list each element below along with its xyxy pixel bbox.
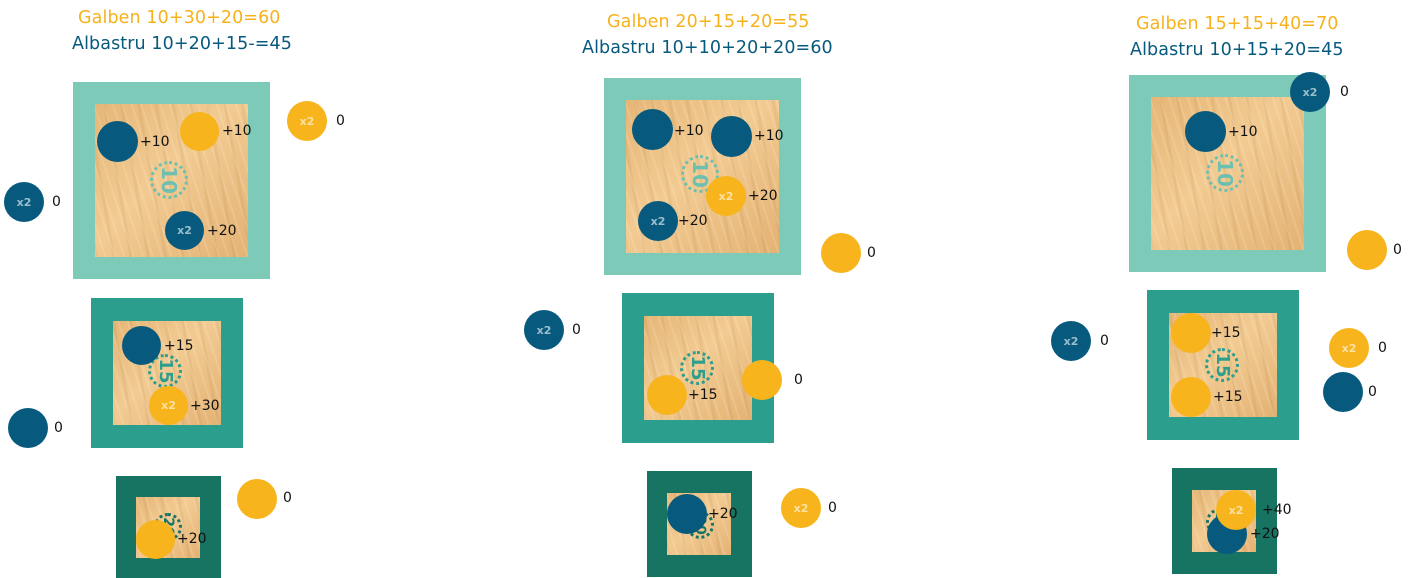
disc-score-label: +10	[1228, 124, 1258, 140]
yellow-disc-x2: x2	[1216, 490, 1256, 530]
disc-score-label: +15	[1211, 325, 1241, 341]
outside-score-label: 0	[54, 420, 63, 436]
blue-disc	[8, 408, 48, 448]
blue-disc	[122, 326, 161, 365]
blue-disc	[632, 109, 673, 150]
target-ring	[680, 351, 714, 385]
yellow-disc	[1347, 230, 1387, 270]
disc-score-label: +15	[1213, 389, 1243, 405]
blue-disc	[1185, 111, 1226, 152]
yellow-disc	[136, 520, 175, 559]
yellow-disc	[1171, 377, 1211, 417]
target-ring	[1205, 348, 1239, 382]
outside-score-label: 0	[794, 372, 803, 388]
blue-disc-x2: x2	[165, 211, 204, 250]
disc-score-label: +20	[748, 188, 778, 204]
disc-score-label: +10	[754, 128, 784, 144]
blue-disc-x2: x2	[524, 310, 564, 350]
yellow-score-equation: Galben 15+15+40=70	[1136, 14, 1339, 34]
target-ring	[681, 155, 719, 193]
outside-score-label: 0	[283, 490, 292, 506]
target-ring	[150, 161, 188, 199]
target-value: 15	[687, 355, 708, 381]
yellow-disc-x2: x2	[149, 386, 188, 425]
wood-board: 10	[1151, 97, 1304, 250]
yellow-disc	[1171, 313, 1211, 353]
disc-score-label: +20	[207, 223, 237, 239]
yellow-disc	[237, 479, 277, 519]
target-10-frame: 10	[1129, 75, 1326, 272]
blue-score-equation: Albastru 10+15+20=45	[1130, 40, 1344, 60]
yellow-disc-x2: x2	[781, 488, 821, 528]
outside-score-label: 0	[1393, 242, 1402, 258]
blue-disc	[1323, 372, 1363, 412]
outside-score-label: 0	[572, 322, 581, 338]
yellow-score-equation: Galben 10+30+20=60	[78, 8, 281, 28]
disc-score-label: +30	[190, 398, 220, 414]
target-15-frame: 15	[91, 298, 243, 448]
target-10-frame: 10	[604, 78, 801, 275]
blue-disc	[711, 116, 752, 157]
blue-score-equation: Albastru 10+20+15-=45	[72, 34, 292, 54]
outside-score-label: 0	[1368, 384, 1377, 400]
yellow-disc	[821, 233, 861, 273]
disc-score-label: +40	[1262, 502, 1292, 518]
blue-disc-x2: x2	[638, 201, 678, 241]
blue-disc-x2: x2	[4, 182, 44, 222]
outside-score-label: 0	[52, 194, 61, 210]
outside-score-label: 0	[1378, 340, 1387, 356]
target-value: 10	[1213, 159, 1237, 187]
disc-score-label: +15	[164, 338, 194, 354]
yellow-disc-x2: x2	[706, 176, 746, 216]
outside-score-label: 0	[828, 500, 837, 516]
blue-score-equation: Albastru 10+10+20+20=60	[582, 38, 833, 58]
blue-disc	[667, 494, 707, 534]
target-value: 10	[157, 166, 181, 194]
yellow-score-equation: Galben 20+15+20=55	[607, 12, 810, 32]
disc-score-label: +20	[708, 506, 738, 522]
target-15-frame: 15	[1147, 290, 1299, 440]
outside-score-label: 0	[336, 113, 345, 129]
yellow-disc	[180, 112, 219, 151]
target-value: 15	[1212, 352, 1233, 378]
outside-score-label: 0	[867, 245, 876, 261]
disc-score-label: +20	[678, 213, 708, 229]
disc-score-label: +20	[1250, 526, 1280, 542]
disc-score-label: +20	[177, 531, 207, 547]
yellow-disc	[742, 360, 782, 400]
blue-disc	[97, 121, 138, 162]
blue-disc-x2: x2	[1051, 321, 1091, 361]
outside-score-label: 0	[1340, 84, 1349, 100]
outside-score-label: 0	[1100, 333, 1109, 349]
disc-score-label: +10	[140, 134, 170, 150]
disc-score-label: +10	[674, 123, 704, 139]
target-value: 15	[155, 358, 176, 384]
disc-score-label: +10	[222, 123, 252, 139]
yellow-disc-x2: x2	[287, 101, 327, 141]
blue-disc-x2: x2	[1290, 72, 1330, 112]
yellow-disc	[647, 375, 687, 415]
target-ring	[1206, 154, 1244, 192]
target-10-frame: 10	[73, 82, 270, 279]
disc-score-label: +15	[688, 387, 718, 403]
yellow-disc-x2: x2	[1329, 328, 1369, 368]
